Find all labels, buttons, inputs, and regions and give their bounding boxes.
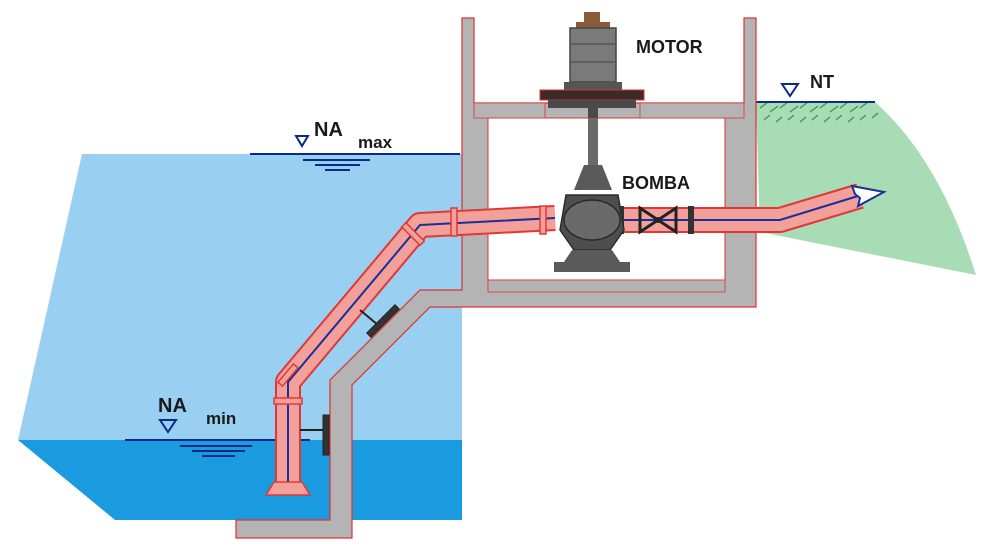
arrow-right-icon <box>850 184 887 208</box>
nt-label: NT <box>810 72 834 92</box>
inverted-triangle-icon <box>294 135 310 148</box>
motor-base <box>564 82 622 92</box>
discharge-pipe <box>610 183 887 235</box>
pump-column <box>574 165 612 190</box>
motor-plate <box>539 89 645 101</box>
na-min-label-sub: min <box>206 409 236 428</box>
suction-bell <box>264 481 312 496</box>
na-max-label-sub: max <box>358 133 393 152</box>
na-max-surface <box>250 153 460 171</box>
ground-hatch <box>759 101 879 123</box>
motor-deck <box>473 102 745 119</box>
inverted-triangle-icon <box>780 83 800 98</box>
na-max-label-main: NA <box>314 119 343 141</box>
suction-flanges <box>273 205 547 405</box>
motor-label: MOTOR <box>636 37 703 57</box>
motor-body <box>569 27 617 83</box>
chamber-floor <box>487 279 726 293</box>
suction-pipe <box>264 205 556 496</box>
discharge-pipe-centerline <box>610 195 859 221</box>
pump-base <box>554 250 630 272</box>
motor-coupling <box>548 100 636 118</box>
pipe-supports <box>300 304 400 456</box>
inverted-triangle-icon <box>158 419 178 434</box>
pump-impeller <box>563 199 621 241</box>
bomba-label: BOMBA <box>622 173 690 193</box>
motor <box>539 12 645 118</box>
pump <box>554 118 630 272</box>
suction-pipe-centerline <box>287 217 556 490</box>
pump-shaft <box>588 118 598 165</box>
na-min-label-main: NA <box>158 395 187 417</box>
reservoir-water-upper <box>18 154 462 440</box>
